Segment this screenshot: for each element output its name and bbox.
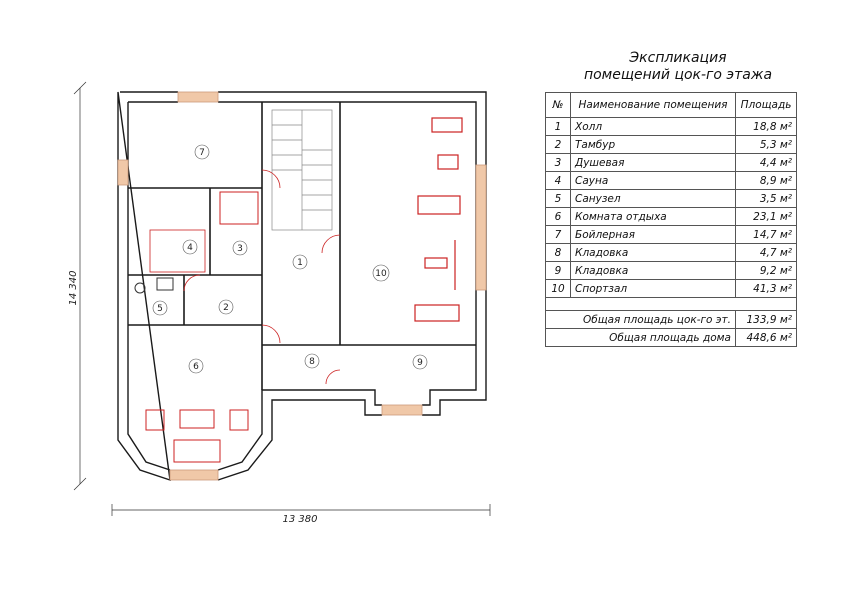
table-header: № Наименование помещения Площадь [545, 92, 797, 118]
header-no: № [545, 92, 571, 118]
title-line-1: Экспликация [629, 50, 727, 66]
header-area: Площадь [735, 92, 797, 118]
toilet-icon [134, 282, 146, 294]
room-labels: 1 2 3 4 5 6 7 8 9 10 [152, 144, 428, 374]
lounge-furniture [145, 409, 249, 463]
room-label-6: 6 [193, 362, 199, 372]
sauna-shelf [149, 229, 206, 273]
room-label-10: 10 [375, 269, 387, 279]
explication-title: Экспликация помещений цок-го этажа [548, 50, 808, 84]
dimension-lines [73, 81, 491, 516]
windows [117, 91, 487, 481]
title-line-2: помещений цок-го этажа [583, 67, 773, 83]
room-label-5: 5 [157, 304, 163, 314]
room-label-2: 2 [223, 303, 229, 313]
room-label-4: 4 [187, 243, 193, 253]
header-name: Наименование помещения [570, 92, 736, 118]
room-label-1: 1 [297, 258, 303, 268]
outer-walls [117, 91, 487, 482]
room-label-7: 7 [199, 148, 205, 158]
total-row: Общая площадь цок-го эт.133,9 м² [545, 310, 797, 329]
interior-walls [128, 102, 476, 390]
sauna-bench [219, 191, 259, 225]
table-spacer [545, 297, 797, 311]
room-label-3: 3 [237, 244, 243, 254]
floor-plan: 1 2 3 4 5 6 7 8 9 10 13 380 14 340 [68, 81, 491, 525]
room-label-9: 9 [417, 358, 423, 368]
dimension-height: 14 340 [68, 271, 79, 306]
dimension-width: 13 380 [283, 514, 318, 525]
sink-icon [156, 277, 174, 291]
gym-equipment [414, 117, 463, 322]
room-label-8: 8 [309, 357, 315, 367]
staircase [271, 109, 333, 231]
doors [183, 169, 341, 385]
